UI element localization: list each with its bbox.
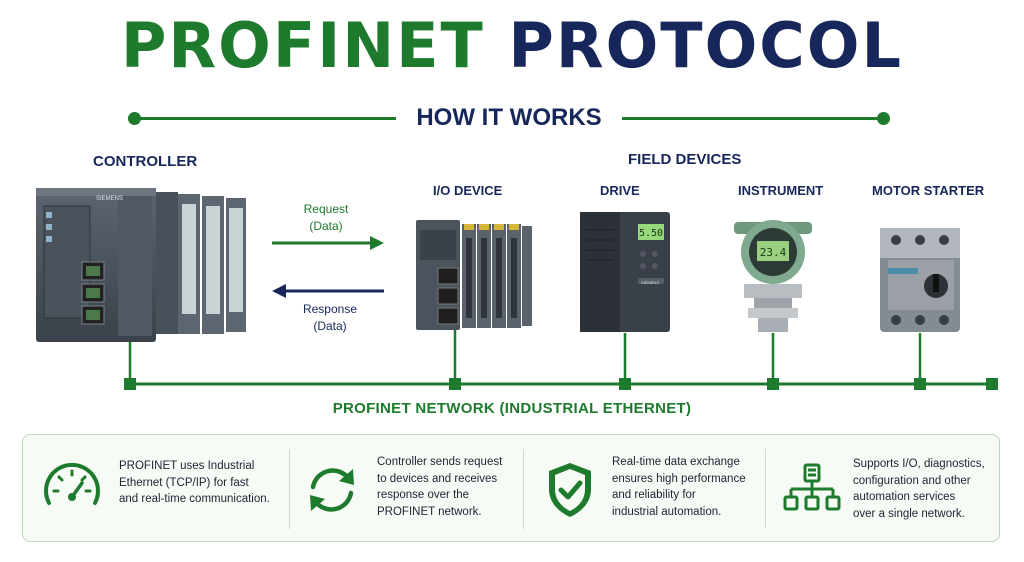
- gauge-icon: [44, 462, 100, 505]
- subtitle: HOW IT WORKS: [416, 104, 602, 131]
- subtitle-line-right: [622, 117, 884, 120]
- subtitle-line-left: [134, 117, 396, 120]
- info-card-realtime: Real-time data exchange ensures high per…: [525, 435, 765, 543]
- instrument-image: 23.4: [734, 220, 812, 332]
- field-devices-label: FIELD DEVICES: [628, 151, 742, 168]
- info-card-ethernet: PROFINET uses Industrial Ethernet (TCP/I…: [23, 435, 289, 543]
- drive-display-value: 5.50: [639, 228, 663, 239]
- info-card-services: Supports I/O, diagnostics, configuration…: [767, 435, 999, 543]
- controller-label: CONTROLLER: [93, 153, 198, 170]
- bus-drops: [128, 330, 922, 384]
- info-text-services: Supports I/O, diagnostics, configuration…: [853, 458, 985, 520]
- subtitle-line-dot-right: [877, 112, 890, 125]
- plc-brand-text: SIEMENS: [96, 196, 123, 202]
- instrument-label: INSTRUMENT: [738, 183, 824, 198]
- info-divider: [523, 449, 524, 529]
- instrument-display-value: 23.4: [760, 246, 787, 259]
- info-divider: [765, 449, 766, 529]
- svg-text:SIEMENS: SIEMENS: [641, 280, 659, 285]
- subtitle-bar: HOW IT WORKS: [128, 103, 890, 133]
- title-word-protocol: PROTOCOL: [508, 9, 904, 82]
- page-title: PROFINET PROTOCOL: [0, 8, 1024, 84]
- network-tree-icon: [783, 463, 841, 511]
- request-label: Request (Data): [303, 202, 349, 233]
- sync-icon: [310, 468, 354, 512]
- drive-image: 5.50 SIEMENS: [580, 212, 670, 332]
- info-text-request-response: Controller sends request to devices and …: [377, 456, 503, 518]
- motor-starter-label: MOTOR STARTER: [872, 183, 985, 198]
- controller-plc: SIEMENS: [36, 188, 246, 342]
- info-text-realtime: Real-time data exchange ensures high per…: [612, 456, 746, 518]
- response-arrow: [272, 284, 384, 298]
- io-device-image: [416, 220, 532, 330]
- request-arrow: [272, 236, 384, 250]
- title-word-profinet: PROFINET: [120, 9, 485, 82]
- network-diagram: [124, 236, 998, 390]
- motor-starter-image: [880, 228, 960, 332]
- info-text-ethernet: PROFINET uses Industrial Ethernet (TCP/I…: [119, 460, 270, 505]
- io-device-label: I/O DEVICE: [433, 183, 503, 198]
- info-card-request-response: Controller sends request to devices and …: [291, 435, 523, 543]
- bus-nodes: [124, 378, 998, 390]
- info-panel: PROFINET uses Industrial Ethernet (TCP/I…: [22, 434, 1000, 542]
- response-label: Response (Data): [302, 302, 358, 333]
- shield-check-icon: [549, 463, 591, 517]
- network-label: PROFINET NETWORK (INDUSTRIAL ETHERNET): [332, 400, 692, 417]
- info-divider: [289, 449, 290, 529]
- drive-label: DRIVE: [600, 183, 640, 198]
